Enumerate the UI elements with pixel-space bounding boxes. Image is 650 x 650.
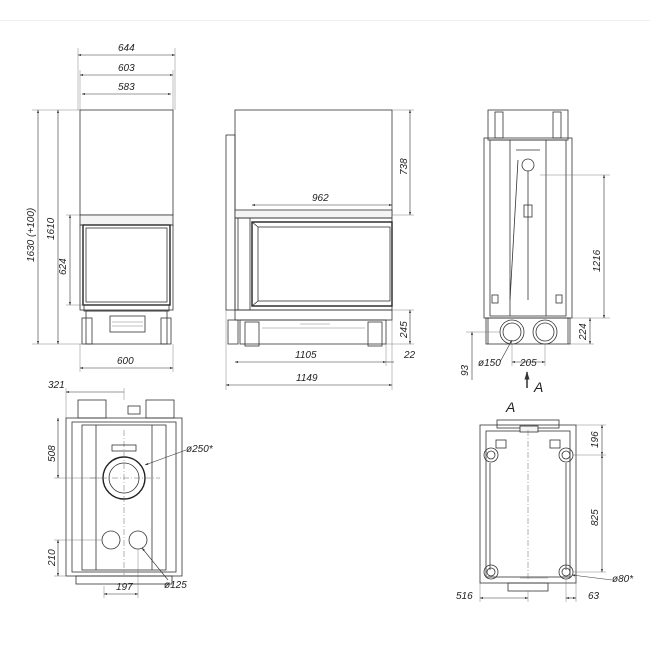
side-view: 738 962 245 1105 22 1149: [225, 109, 416, 390]
section-a-title: A: [505, 399, 515, 415]
dim-321: 321: [48, 380, 65, 391]
dim-93: 93: [460, 364, 471, 376]
dim-phi150: ø150: [478, 358, 501, 369]
dim-825: 825: [590, 509, 601, 526]
dim-224: 224: [578, 323, 589, 341]
top-view: 321 508 ø250* 210 197 ø125: [47, 380, 214, 598]
dim-1610: 1610: [46, 217, 57, 240]
top-border: [0, 0, 650, 21]
dim-196: 196: [590, 431, 601, 448]
front-view: 644 603 583 1630 (+100) 1610 624: [26, 43, 176, 372]
dim-205: 205: [519, 358, 537, 369]
back-view: 1216 224 93 ø150 205 A: [460, 109, 610, 395]
dim-738: 738: [399, 158, 410, 175]
dim-1149: 1149: [296, 373, 318, 384]
dim-197: 197: [116, 582, 133, 593]
dim-1630: 1630 (+100): [26, 208, 37, 262]
section-a-label: A: [533, 379, 543, 395]
dim-245: 245: [399, 321, 410, 339]
dim-63: 63: [588, 591, 600, 602]
dim-22: 22: [403, 350, 416, 361]
dim-210: 210: [47, 549, 58, 567]
dim-1216: 1216: [592, 249, 603, 272]
dim-phi80: ø80*: [612, 574, 634, 585]
dim-962: 962: [312, 193, 329, 204]
dim-583: 583: [118, 82, 135, 93]
dim-600: 600: [117, 356, 134, 367]
dim-phi250: ø250*: [186, 444, 214, 455]
dim-603: 603: [118, 63, 135, 74]
dim-1105: 1105: [295, 350, 317, 361]
dim-644: 644: [118, 43, 135, 54]
dim-516: 516: [456, 591, 473, 602]
dim-phi125: ø125: [164, 580, 187, 591]
dim-508: 508: [47, 445, 58, 462]
dim-624: 624: [58, 258, 69, 275]
bottom-view: A 196 825 ø80* 516 63: [456, 399, 634, 602]
